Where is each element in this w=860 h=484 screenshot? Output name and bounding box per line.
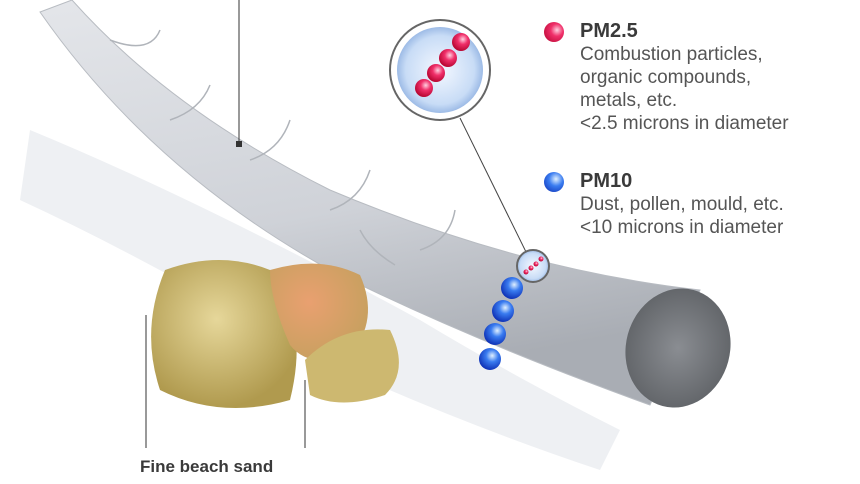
human-hair	[39, 0, 701, 406]
legend-line: <10 microns in diameter	[580, 217, 784, 238]
pm10-particles	[479, 277, 523, 370]
magnifier-pointer-line	[459, 117, 529, 257]
blue-particle-icon	[544, 172, 564, 192]
pm25-small-particles	[523, 256, 544, 275]
legend-title: PM10	[580, 170, 633, 192]
legend-pm25: PM2.5 Combustion particles, organic comp…	[544, 20, 789, 135]
legend-title: PM2.5	[580, 20, 638, 42]
legend-line: Combustion particles,	[580, 44, 763, 65]
sand-grains	[151, 260, 399, 408]
hair-pointer-marker	[236, 141, 242, 147]
legend-pm10: PM10 Dust, pollen, mould, etc. <10 micro…	[544, 170, 784, 239]
legend-line: <2.5 microns in diameter	[580, 113, 789, 134]
red-particle-icon	[544, 22, 564, 42]
sand-label: Fine beach sand	[140, 457, 274, 476]
legend-line: Dust, pollen, mould, etc.	[580, 194, 784, 215]
hair-cross-section	[625, 288, 731, 408]
hair-cuticle-scales	[109, 29, 456, 266]
legend-line: organic compounds,	[580, 67, 752, 88]
pm25-small-lens	[516, 249, 550, 283]
pm25-particles	[415, 33, 470, 97]
legend-line: metals, etc.	[580, 90, 678, 111]
